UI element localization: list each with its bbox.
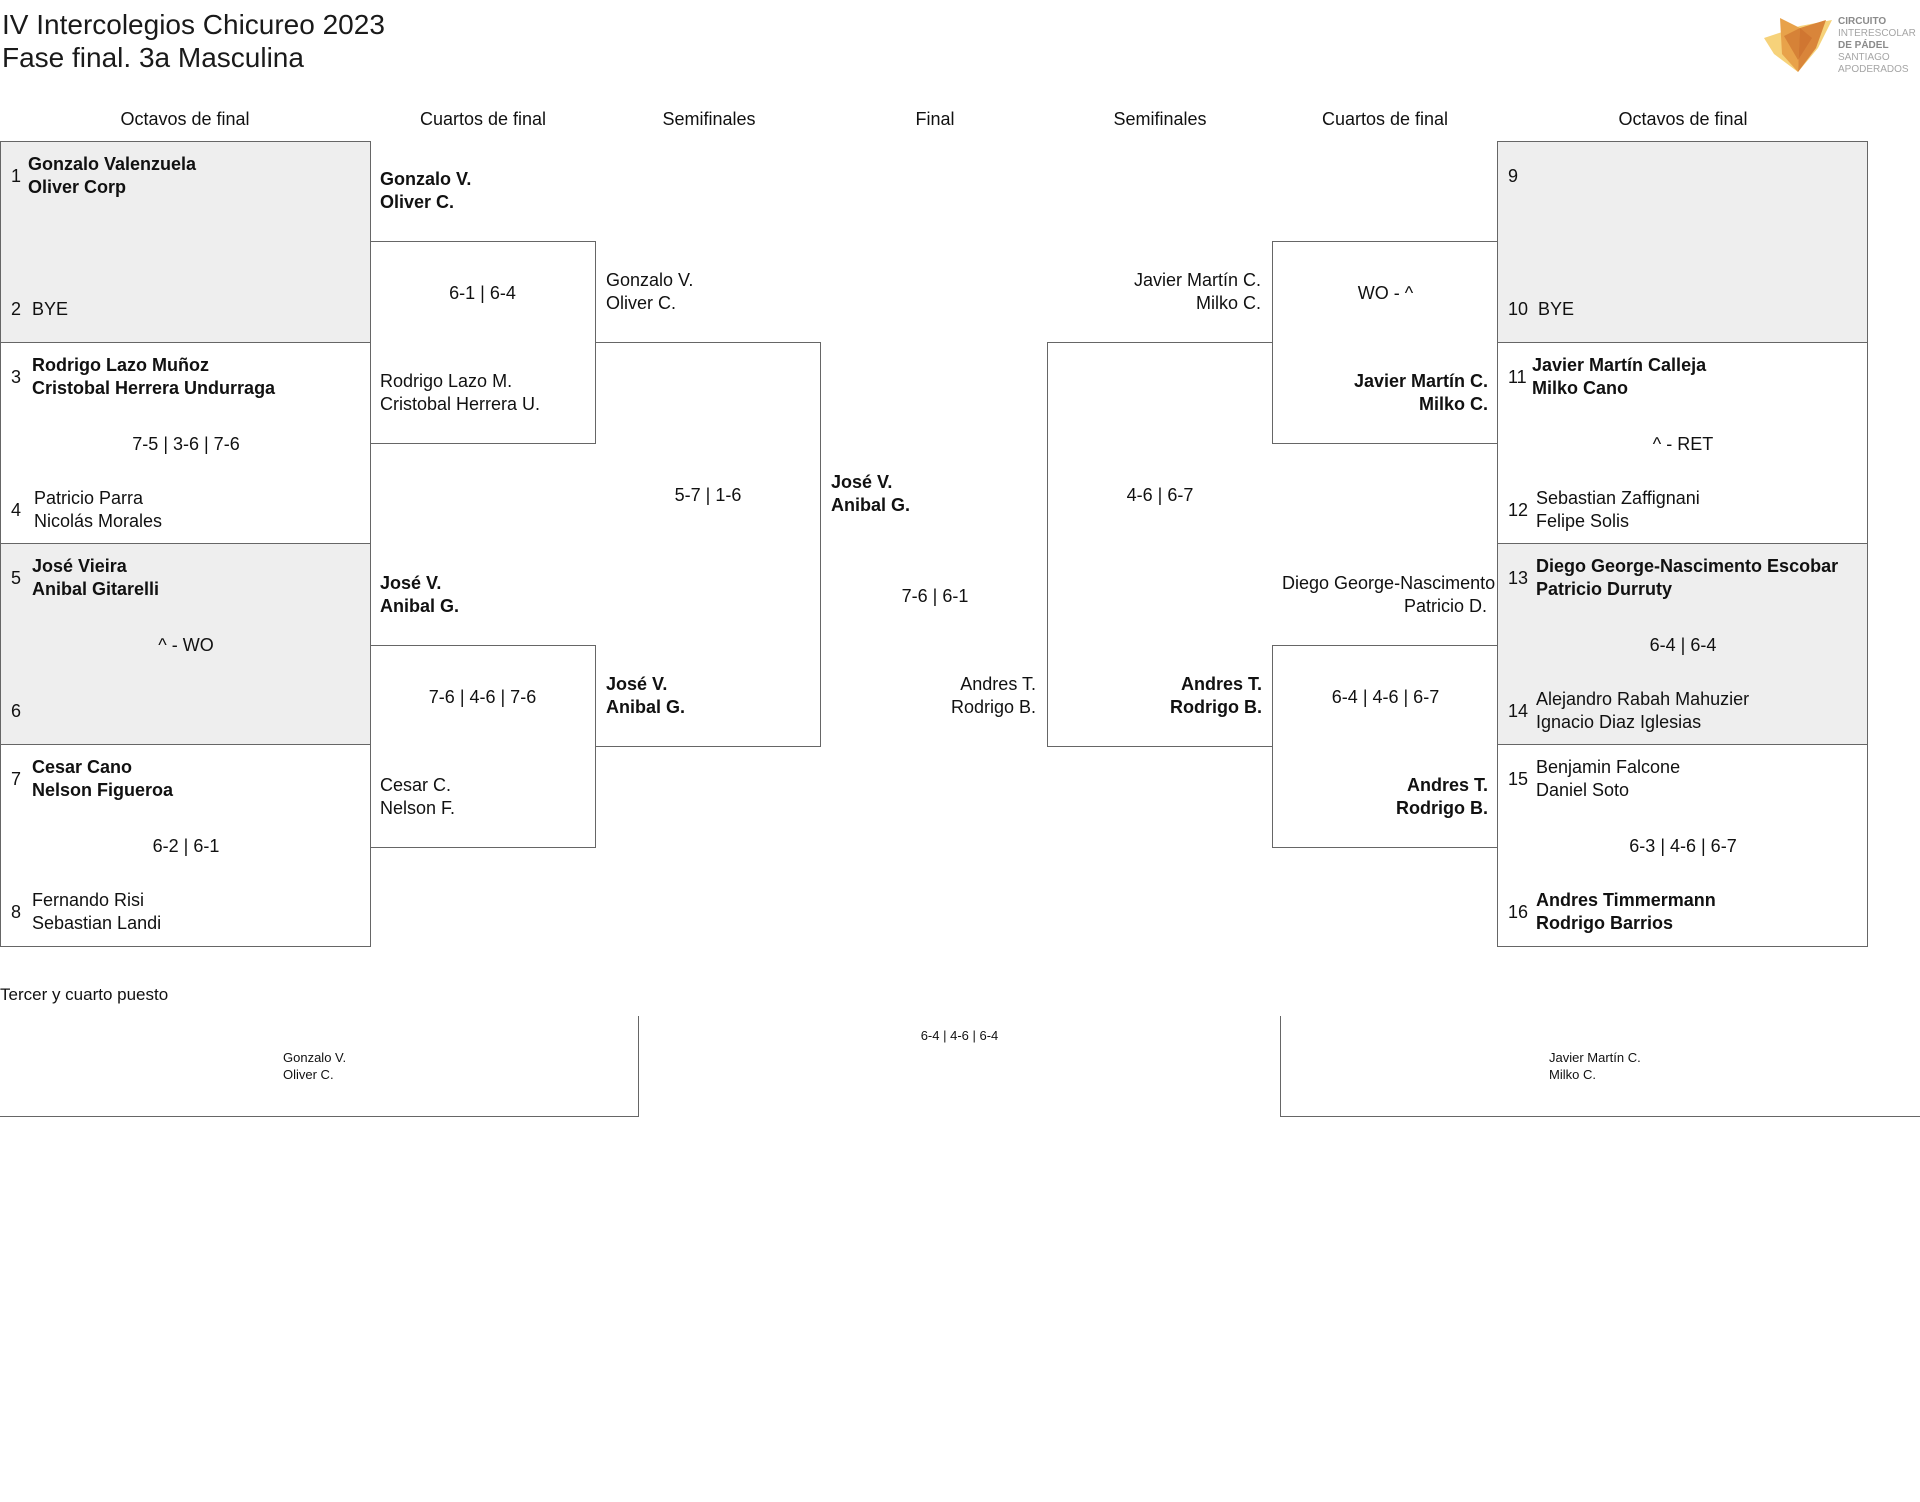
match-qf-2: 7-6 | 4-6 | 7-6 Cesar C.Nelson F.: [370, 645, 596, 848]
sf-pair-top: Gonzalo V.Oliver C.: [606, 270, 694, 313]
match-qf-4: 6-4 | 4-6 | 6-7 Andres T.Rodrigo B.: [1272, 645, 1498, 848]
team-pair: Rodrigo Lazo M.Cristobal Herrera U.: [380, 371, 541, 414]
final-score: 7-6 | 6-1: [901, 586, 969, 606]
seed-number: 8: [11, 902, 22, 922]
sf-pair-top: Javier Martín C.Milko C.: [1133, 270, 1261, 313]
third-place-left-pair: Gonzalo V.Oliver C.: [283, 1050, 347, 1082]
seed-number: 10: [1508, 299, 1529, 319]
team-pair: Cesar C.Nelson F.: [380, 775, 456, 818]
seed-number: 13: [1508, 568, 1529, 588]
header-left-r16: Octavos de final: [120, 109, 250, 129]
seed-number: 15: [1508, 769, 1529, 789]
match-score: ^ - WO: [158, 635, 214, 655]
seed-number: 3: [11, 367, 22, 387]
match-score: 5-7 | 1-6: [674, 485, 742, 505]
third-place-left-bracket: [0, 1016, 639, 1117]
header-right-r16: Octavos de final: [1618, 109, 1748, 129]
header-right-sf: Semifinales: [1113, 109, 1207, 129]
qf-winner-pair: José V.Anibal G.: [380, 573, 460, 616]
circuit-logo: CIRCUITO INTERESCOLAR DE PÁDEL SANTIAGO …: [1760, 14, 1920, 76]
page-title: IV Intercolegios Chicureo 2023 Fase fina…: [2, 8, 385, 74]
match-score: 7-6 | 4-6 | 7-6: [428, 687, 537, 707]
match-r16-5: 9 10 BYE: [1497, 141, 1868, 343]
champion-pair: José V.Anibal G.: [831, 472, 911, 515]
qf-winner-pair: Gonzalo V.Oliver C.: [380, 169, 472, 212]
qf-pair-top: Diego George-Nascimento E.Patricio D.: [1282, 573, 1498, 616]
third-place-score: 6-4 | 4-6 | 6-4: [920, 1028, 999, 1043]
logo-wordmark: CIRCUITO INTERESCOLAR DE PÁDEL SANTIAGO …: [1838, 16, 1916, 75]
match-score: 6-3 | 4-6 | 6-7: [1629, 836, 1737, 856]
phase-name: Fase final. 3a Masculina: [2, 42, 304, 73]
fox-logo-icon: [1764, 18, 1832, 72]
tournament-name: IV Intercolegios Chicureo 2023: [2, 9, 385, 40]
match-score: 7-5 | 3-6 | 7-6: [132, 434, 240, 454]
sf-winner-pair: José V.Anibal G.: [606, 674, 686, 717]
sf-winner-pair: Andres T.Rodrigo B.: [1170, 674, 1262, 717]
seed-number: 9: [1508, 166, 1519, 186]
third-place-right-bracket: [1280, 1016, 1920, 1117]
qf-winner-pair: Javier Martín C.Milko C.: [1353, 371, 1488, 414]
bye-label: BYE: [1538, 299, 1575, 319]
header-left-sf: Semifinales: [662, 109, 756, 129]
match-sf-left: 5-7 | 1-6 José V.Anibal G.: [596, 342, 821, 747]
seed-number: 16: [1508, 902, 1529, 922]
match-score: ^ - RET: [1652, 434, 1714, 454]
match-score: 6-4 | 4-6 | 6-7: [1331, 687, 1440, 707]
match-sf-right: 4-6 | 6-7 Andres T.Rodrigo B.: [1047, 342, 1272, 747]
match-score: 6-1 | 6-4: [449, 283, 516, 303]
bye-label: BYE: [32, 299, 69, 319]
match-score: 6-2 | 6-1: [152, 836, 220, 856]
header-left-qf: Cuartos de final: [419, 109, 547, 129]
match-score: 6-4 | 6-4: [1649, 635, 1717, 655]
seed-number: 11: [1508, 367, 1527, 387]
seed-number: 2: [11, 299, 22, 319]
match-qf-3: WO - ^ Javier Martín C.Milko C.: [1272, 241, 1498, 444]
seed-number: 4: [11, 500, 22, 520]
match-qf-1: 6-1 | 6-4 Rodrigo Lazo M.Cristobal Herre…: [370, 241, 596, 444]
match-score: WO - ^: [1357, 283, 1414, 303]
finalist-pair: Andres T.Rodrigo B.: [950, 674, 1036, 717]
seed-number: 1: [11, 166, 22, 186]
seed-number: 12: [1508, 500, 1529, 520]
seed-number: 7: [11, 769, 22, 789]
header-right-qf: Cuartos de final: [1321, 109, 1449, 129]
seed-number: 5: [11, 568, 22, 588]
header-final: Final: [915, 109, 955, 129]
third-place-right-pair: Javier Martín C.Milko C.: [1549, 1050, 1641, 1082]
match-score: 4-6 | 6-7: [1126, 485, 1194, 505]
seed-number: 6: [11, 701, 22, 721]
qf-winner-pair: Andres T.Rodrigo B.: [1396, 775, 1488, 818]
third-place-title: Tercer y cuarto puesto: [0, 985, 169, 1004]
seed-number: 14: [1508, 701, 1529, 721]
